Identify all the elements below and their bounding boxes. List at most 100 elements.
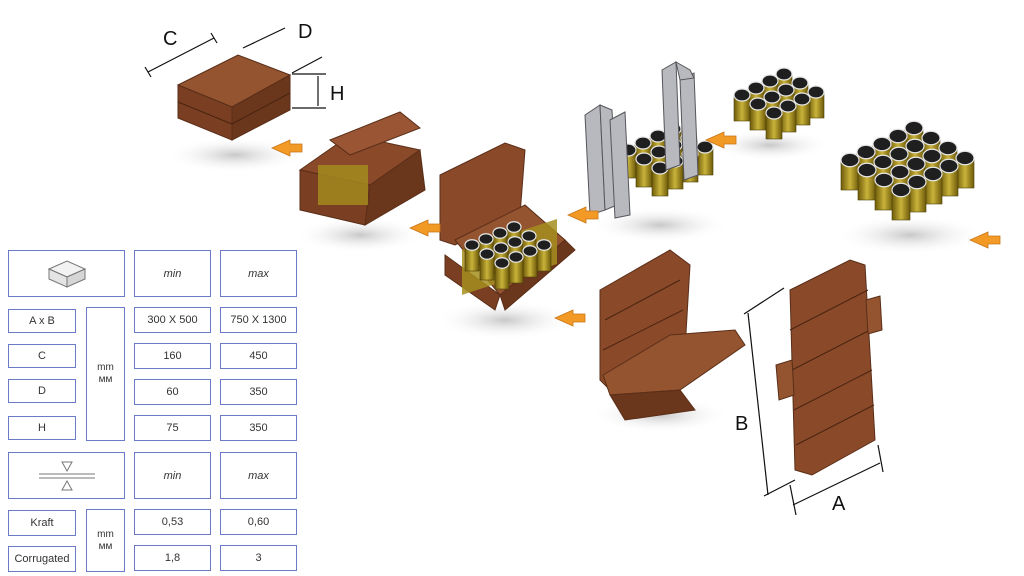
flow-arrows xyxy=(271,131,1001,327)
unit-cell: mm мм xyxy=(86,509,125,572)
can-top xyxy=(765,106,783,120)
label-d: D xyxy=(298,21,312,43)
can-top xyxy=(521,230,537,242)
arrow-icon xyxy=(969,231,1001,249)
label-h: H xyxy=(330,83,344,105)
value-min: 0,53 xyxy=(134,509,211,535)
can-top xyxy=(923,166,943,182)
value-max: 3 xyxy=(220,545,297,571)
arrow-icon xyxy=(567,206,599,224)
value-min: 300 X 500 xyxy=(134,307,211,333)
can-top xyxy=(874,172,894,188)
can-group-small xyxy=(733,67,825,140)
blank-folding xyxy=(599,249,746,421)
can-top xyxy=(791,76,809,90)
arrow-icon xyxy=(271,139,303,157)
shadow xyxy=(435,300,575,340)
unit-mm-cyrillic: мм xyxy=(98,374,113,385)
shadow xyxy=(710,129,830,161)
value-max: 0,60 xyxy=(220,509,297,535)
gripper xyxy=(584,61,699,219)
can-top xyxy=(775,67,793,81)
header-max: max xyxy=(220,452,297,499)
can-top xyxy=(888,128,908,144)
label-c: C xyxy=(163,28,177,50)
can-top xyxy=(763,90,781,104)
row-label: A x B xyxy=(8,309,76,333)
can-top xyxy=(536,239,552,251)
row-label: C xyxy=(8,344,76,368)
header-min: min xyxy=(134,250,211,297)
arrow-icon xyxy=(705,131,737,149)
can-top xyxy=(922,148,942,164)
row-label: Corrugated xyxy=(8,546,76,572)
shadow xyxy=(295,217,425,253)
can-top xyxy=(904,120,924,136)
can-top xyxy=(493,242,509,254)
can-top xyxy=(907,174,927,190)
can-top xyxy=(507,236,523,248)
can-top xyxy=(921,130,941,146)
shadow xyxy=(835,215,985,255)
can-top xyxy=(749,97,767,111)
can-top xyxy=(777,83,795,97)
shadow xyxy=(590,207,730,243)
arrow-icon xyxy=(409,219,441,237)
can-top xyxy=(650,145,668,159)
dimension-lines-ab xyxy=(743,287,884,516)
can-top xyxy=(508,251,524,263)
can-top xyxy=(479,248,495,260)
can-top xyxy=(649,129,667,143)
value-max: 450 xyxy=(220,343,297,369)
can-top xyxy=(747,81,765,95)
arrow-icon xyxy=(554,309,586,327)
can-top xyxy=(840,152,860,168)
can-top xyxy=(522,245,538,257)
row-label: Kraft xyxy=(8,510,76,536)
can-group-box xyxy=(464,221,552,290)
unit-mm: mm xyxy=(97,362,114,373)
value-max: 350 xyxy=(220,379,297,405)
value-min: 60 xyxy=(134,379,211,405)
value-max: 350 xyxy=(220,415,297,441)
label-a: A xyxy=(832,493,846,515)
can-top xyxy=(938,140,958,156)
header-max: max xyxy=(220,250,297,297)
can-top xyxy=(634,136,652,150)
can-top xyxy=(889,146,909,162)
unit-cell: mm мм xyxy=(86,307,125,441)
value-min: 160 xyxy=(134,343,211,369)
can-top xyxy=(635,152,653,166)
box-size-icon-cell xyxy=(8,250,125,297)
can-top xyxy=(492,227,508,239)
can-top xyxy=(955,150,975,166)
can-top xyxy=(891,182,911,198)
unit-mm-cyrillic: мм xyxy=(98,540,113,552)
value-min: 1,8 xyxy=(134,545,211,571)
can-top xyxy=(779,99,797,113)
can-top xyxy=(873,154,893,170)
can-top xyxy=(464,239,480,251)
shadow xyxy=(165,137,305,173)
can-top xyxy=(478,233,494,245)
unit-mm: mm xyxy=(97,528,114,540)
can-top xyxy=(807,85,825,99)
closed-box xyxy=(176,54,292,141)
row-label: H xyxy=(8,416,76,440)
box-closing xyxy=(298,111,426,226)
flat-blank xyxy=(775,259,883,476)
label-b: B xyxy=(735,413,748,435)
row-label: D xyxy=(8,379,76,403)
can-top xyxy=(890,164,910,180)
can-top xyxy=(872,136,892,152)
can-top xyxy=(733,88,751,102)
box-icon xyxy=(47,259,86,288)
can-top xyxy=(939,158,959,174)
can-top xyxy=(761,74,779,88)
header-min: min xyxy=(134,452,211,499)
can-top xyxy=(696,140,714,154)
can-top xyxy=(906,156,926,172)
can-top xyxy=(793,92,811,106)
value-max: 750 X 1300 xyxy=(220,307,297,333)
